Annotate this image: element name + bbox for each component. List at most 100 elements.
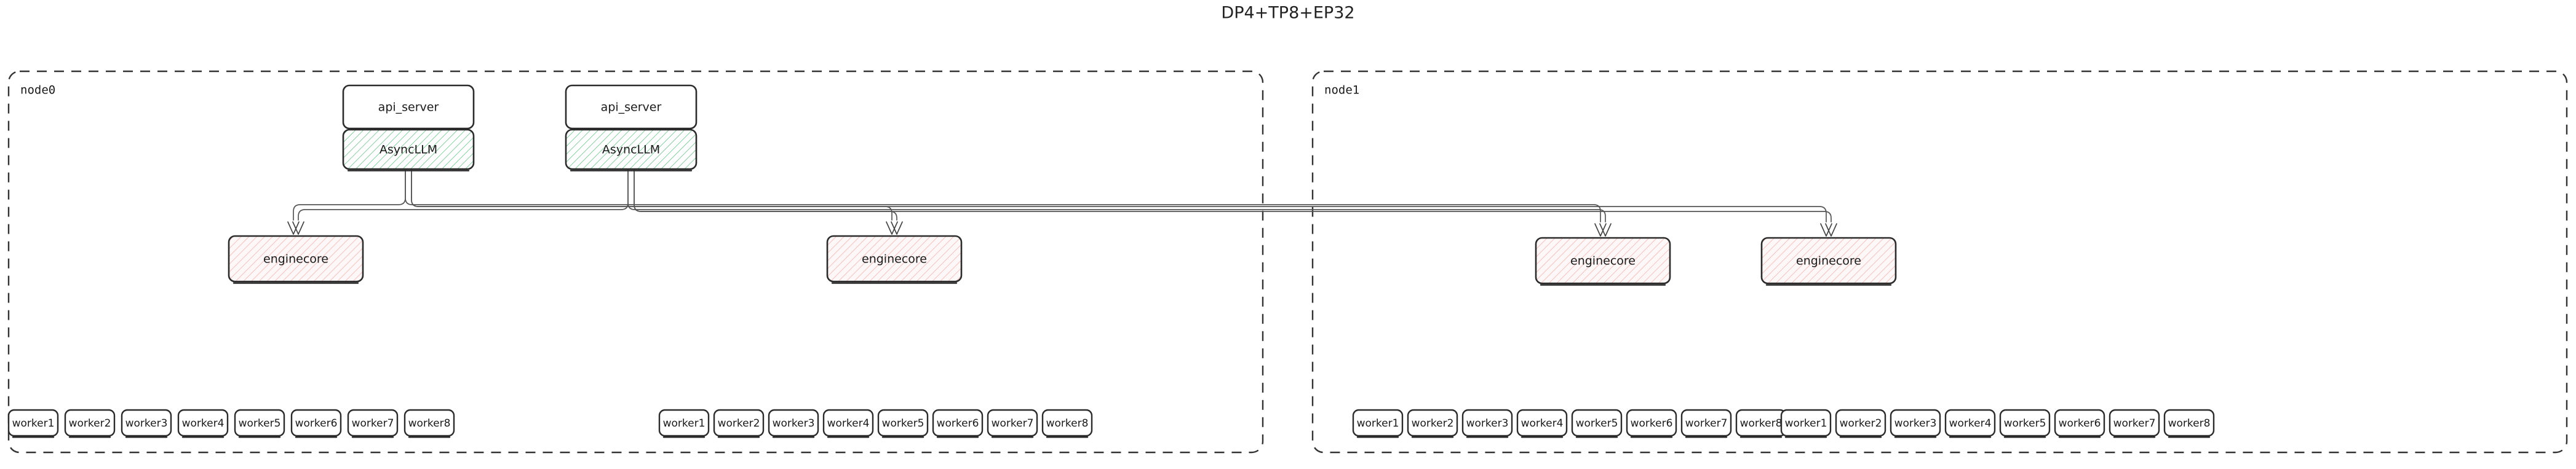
asyncllm-node0-1-label: AsyncLLM [602,143,660,157]
worker-rect[interactable] [1680,409,1732,437]
worker-rect[interactable] [7,409,59,437]
worker-rect[interactable] [932,409,984,437]
worker-node0-1-4[interactable]: worker4 [822,409,874,438]
worker-node1-1-6[interactable]: worker6 [2054,409,2105,438]
asyncllm-node0-1[interactable]: AsyncLLM [565,128,698,171]
api-server-node0-0-rect[interactable] [342,84,475,130]
api-server-node0-0[interactable]: api_server [342,84,475,131]
worker-node1-1-7[interactable]: worker7 [2109,409,2160,438]
enginecore-node0-0[interactable]: enginecore [228,235,364,284]
worker-rect[interactable] [1571,409,1623,437]
worker-rect[interactable] [177,409,229,437]
worker-node1-0-7[interactable]: worker7 [1680,409,1732,438]
worker-rect[interactable] [1835,409,1886,437]
worker-rect[interactable] [987,409,1038,437]
worker-rect[interactable] [822,409,874,437]
enginecore-node0-1-rect[interactable] [826,235,963,283]
worker-rect[interactable] [2163,409,2215,437]
enginecore-node0-0-rect[interactable] [228,235,364,283]
worker-node1-0-1[interactable]: worker1 [1352,409,1404,438]
edge-arrowhead [1599,223,1612,237]
worker-rect[interactable] [768,409,819,437]
worker-node1-0-6[interactable]: worker6 [1626,409,1677,438]
worker-label: worker8 [1740,417,1783,430]
worker-label: worker5 [882,417,924,430]
worker-node1-1-2[interactable]: worker2 [1835,409,1886,438]
worker-rect[interactable] [403,409,455,437]
worker-node0-0-8[interactable]: worker8 [403,409,455,438]
worker-node1-0-4[interactable]: worker4 [1516,409,1568,438]
node-label-node1: node1 [1324,84,1359,97]
worker-node0-0-5[interactable]: worker5 [234,409,285,438]
worker-node1-1-5[interactable]: worker5 [1999,409,2051,438]
worker-rect[interactable] [1352,409,1404,437]
node-container-node1 [1311,70,2568,454]
worker-node0-1-6[interactable]: worker6 [932,409,984,438]
worker-node1-0-5[interactable]: worker5 [1571,409,1623,438]
worker-node0-0-7[interactable]: worker7 [347,409,399,438]
worker-node0-0-4[interactable]: worker4 [177,409,229,438]
worker-node0-0-1[interactable]: worker1 [7,409,59,438]
worker-rect[interactable] [347,409,399,437]
worker-rect[interactable] [234,409,285,437]
worker-node1-1-4[interactable]: worker4 [1944,409,1996,438]
worker-rect[interactable] [1999,409,2051,437]
worker-node0-1-1[interactable]: worker1 [658,409,710,438]
worker-label: worker2 [69,417,111,430]
worker-rect[interactable] [713,409,765,437]
worker-node1-1-3[interactable]: worker3 [1890,409,1941,438]
enginecore-node1-0-label: enginecore [1570,254,1636,268]
worker-node0-1-3[interactable]: worker3 [768,409,819,438]
worker-node1-1-8[interactable]: worker8 [2163,409,2215,438]
edge-path [411,168,1827,223]
edge-path [411,168,892,221]
asyncllm-node0-0[interactable]: AsyncLLM [342,128,475,171]
enginecore-node1-0-rect[interactable] [1535,237,1671,285]
worker-node1-0-2[interactable]: worker2 [1407,409,1458,438]
worker-rect[interactable] [1516,409,1568,437]
enginecore-node1-1-rect[interactable] [1760,237,1897,285]
edge-arrowhead [292,221,304,235]
enginecore-node0-1[interactable]: enginecore [826,235,963,284]
worker-node1-0-3[interactable]: worker3 [1461,409,1513,438]
worker-rect[interactable] [2109,409,2160,437]
edges-layer [287,168,1837,237]
worker-label: worker7 [352,417,394,430]
asyncllm-node0-1-rect[interactable] [565,128,698,170]
worker-rect[interactable] [877,409,929,437]
api-server-node0-1[interactable]: api_server [565,84,698,131]
worker-rect[interactable] [1407,409,1458,437]
worker-rect[interactable] [658,409,710,437]
edge-path [627,168,1606,223]
worker-node0-1-7[interactable]: worker7 [987,409,1038,438]
worker-node1-1-1[interactable]: worker1 [1780,409,1832,438]
worker-rect[interactable] [2054,409,2105,437]
worker-label: worker4 [1949,417,1992,430]
asyncllm-node0-0-rect[interactable] [342,128,475,170]
worker-rect[interactable] [1626,409,1677,437]
worker-rect[interactable] [64,409,116,437]
worker-rect[interactable] [1780,409,1832,437]
worker-node0-0-6[interactable]: worker6 [290,409,342,438]
worker-node0-1-8[interactable]: worker8 [1041,409,1093,438]
edge-arrowhead [886,221,898,235]
worker-node0-1-2[interactable]: worker2 [713,409,765,438]
worker-rect[interactable] [1890,409,1941,437]
worker-rect[interactable] [121,409,172,437]
worker-label: worker3 [773,417,815,430]
worker-node0-0-3[interactable]: worker3 [121,409,172,438]
worker-node0-0-2[interactable]: worker2 [64,409,116,438]
asyncllm-node0-0-label: AsyncLLM [380,143,437,157]
worker-rect[interactable] [1461,409,1513,437]
worker-label: worker4 [1521,417,1564,430]
worker-node0-1-5[interactable]: worker5 [877,409,929,438]
enginecore-node1-1[interactable]: enginecore [1760,237,1897,286]
api-server-node0-1-rect[interactable] [565,84,698,130]
worker-rect[interactable] [1041,409,1093,437]
enginecore-node1-0[interactable]: enginecore [1535,237,1671,286]
worker-rect[interactable] [290,409,342,437]
worker-label: worker3 [125,417,168,430]
worker-node1-0-8[interactable]: worker8 [1735,409,1787,438]
worker-rect[interactable] [1944,409,1996,437]
